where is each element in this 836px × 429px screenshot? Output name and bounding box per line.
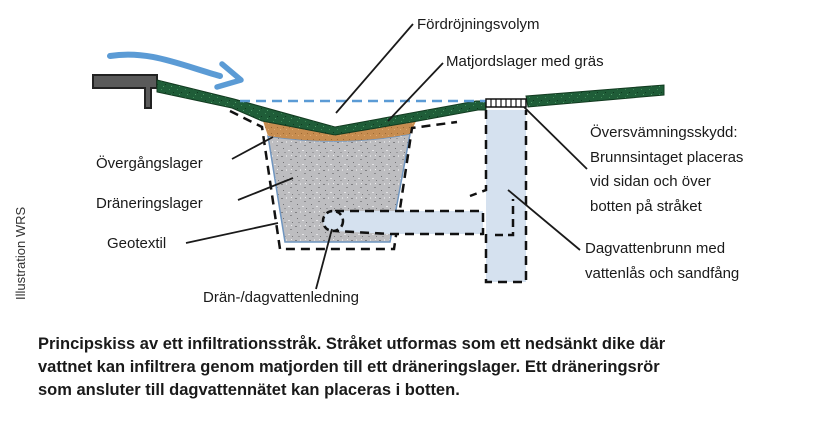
label-brunn-1: Dagvattenbrunn med (585, 240, 725, 257)
label-oversvamning-3: vid sidan och över (590, 173, 711, 190)
caption-line-3: som ansluter till dagvattennätet kan pla… (38, 381, 460, 399)
caption: Principskiss av ett infiltrationsstråk. … (38, 333, 818, 402)
leader-lines (185, 23, 588, 290)
caption-line-1: Principskiss av ett infiltrationsstråk. … (38, 335, 666, 353)
label-geotextil: Geotextil (107, 235, 166, 252)
leader-brunn (507, 189, 581, 251)
label-oversvamning-1: Översvämningsskydd: (590, 123, 738, 141)
water-trap (495, 199, 515, 237)
leader-drain (315, 228, 333, 290)
illustration-credit: Illustration WRS (13, 206, 28, 300)
label-draneringslager: Dräneringslager (96, 195, 203, 212)
drain-pipe-end (321, 209, 345, 233)
flow-arrowhead (214, 61, 244, 90)
leader-matjord (387, 62, 444, 122)
leader-oversvamning (523, 106, 588, 170)
label-oversvamning-2: Brunnsintaget placeras (590, 149, 743, 166)
leader-geotextil (185, 222, 279, 244)
grass-topsoil-layer (156, 79, 487, 136)
caption-line-2: vattnet kan infiltrera genom matjorden t… (38, 358, 660, 376)
inlet-grate-bars (490, 99, 522, 107)
leader-dranering (237, 177, 294, 201)
curb-stone (92, 74, 158, 109)
label-matjordslager: Matjordslager med gräs (446, 53, 604, 70)
well-outline (469, 110, 528, 284)
label-drain: Drän-/dagvattenledning (203, 289, 359, 306)
label-oversvamning-4: botten på stråket (590, 198, 703, 215)
leader-overgang (231, 136, 274, 160)
label-overgangslager: Övergångslager (96, 154, 203, 172)
grass-right-layer (525, 84, 665, 108)
drain-pipe (333, 209, 485, 236)
stormwater-well (486, 110, 526, 282)
leader-fordrojning (335, 23, 414, 114)
label-brunn-2: vattenlås och sandfång (585, 265, 739, 282)
transition-layer (262, 117, 418, 142)
flow-arrow (107, 51, 223, 79)
geotextile-outline (229, 109, 458, 251)
label-fordrojningsvolym: Fördröjningsvolym (417, 16, 540, 33)
